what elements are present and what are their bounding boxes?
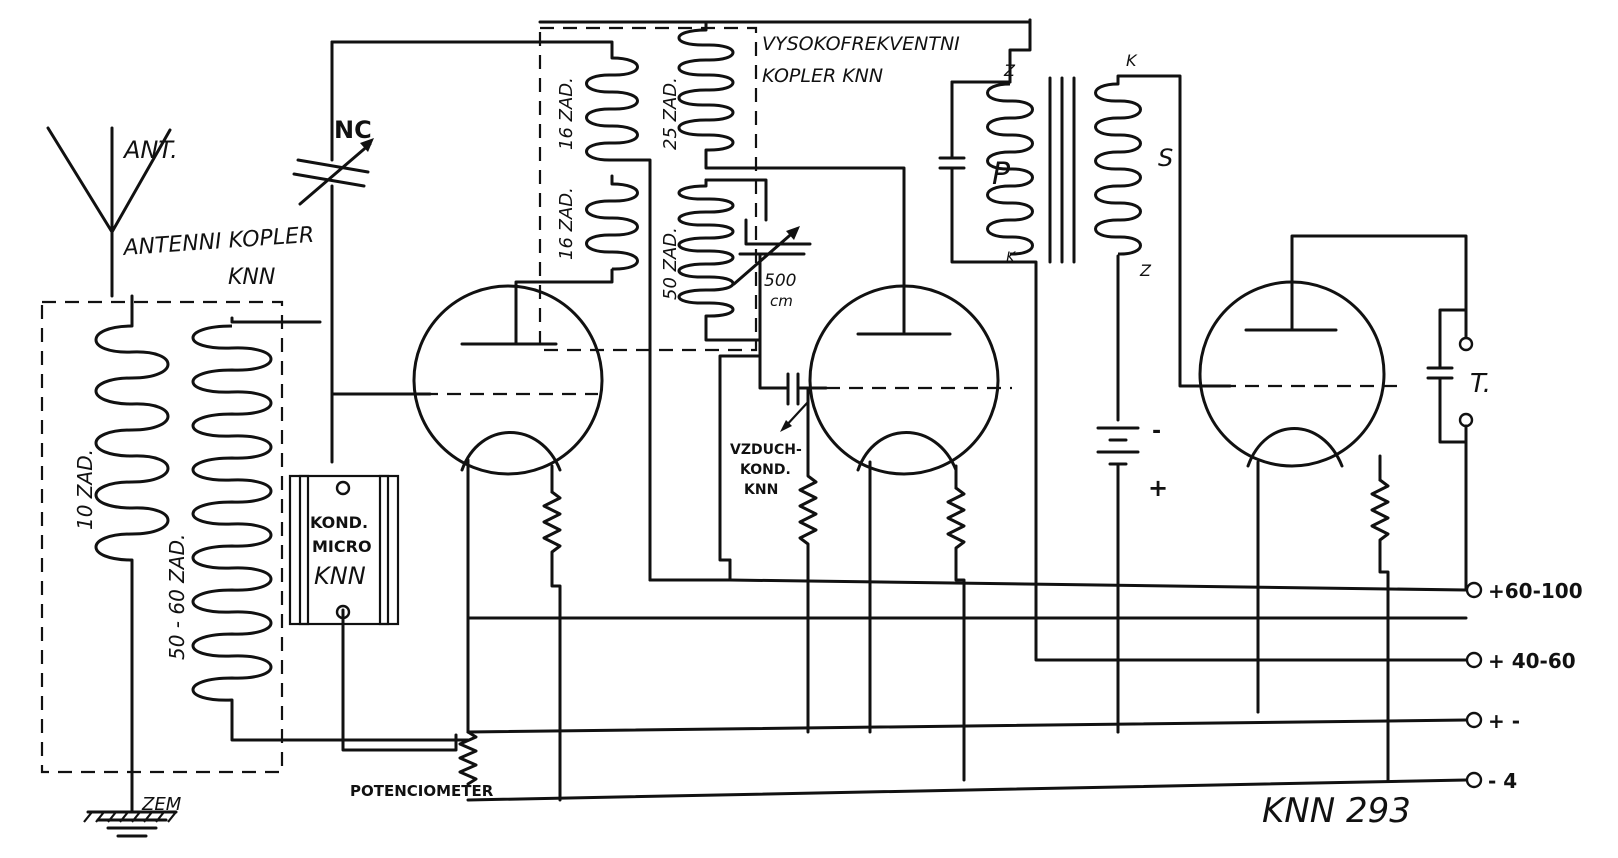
terminal-minus-4[interactable] bbox=[1465, 771, 1483, 789]
rheostat-tube1 bbox=[542, 490, 562, 622]
rail-minus-4-label: - 4 bbox=[1488, 769, 1517, 793]
potentiometer-label: POTENCIOMETER bbox=[350, 782, 494, 800]
battery-plus-label: + bbox=[1148, 474, 1168, 502]
wire-transformer-feed bbox=[538, 18, 1032, 24]
terminal-60-100[interactable] bbox=[1465, 581, 1483, 599]
hf-coil-16-bottom bbox=[514, 174, 639, 328]
vacuum-tube-1 bbox=[412, 284, 604, 734]
antenna-primary-coil bbox=[94, 294, 170, 802]
tr-s-label: S bbox=[1158, 144, 1173, 172]
coil-25-label: 25 ZAD. bbox=[660, 77, 681, 150]
nc-label: NC bbox=[334, 116, 372, 144]
tr-z-top-label: Z bbox=[1003, 61, 1016, 80]
air-capacitor bbox=[718, 354, 828, 562]
phones-label: T. bbox=[1470, 369, 1491, 399]
tr-k-top-label: K bbox=[1126, 51, 1138, 70]
coil-50-60-label: 50 - 60 ZAD. bbox=[165, 534, 189, 660]
af-transformer bbox=[938, 18, 1232, 422]
cap-500-unit: cm bbox=[770, 292, 793, 310]
antenna-coupler-box bbox=[40, 300, 284, 774]
headphones-output bbox=[1426, 308, 1474, 592]
phones-terminal-bottom[interactable] bbox=[1458, 412, 1474, 428]
micro-capacitor-label-3: KNN bbox=[314, 562, 366, 590]
supply-rails bbox=[238, 558, 1468, 802]
battery-minus-label: - bbox=[1152, 419, 1161, 444]
rheostat-tube2 bbox=[946, 486, 966, 622]
micro-capacitor bbox=[288, 474, 458, 752]
micro-capacitor-label-1: KOND. bbox=[310, 513, 368, 532]
antenna-label: ANT. bbox=[122, 136, 178, 164]
rheostat-tube3 bbox=[1370, 478, 1390, 782]
rail-60-100-label: +60-100 bbox=[1488, 579, 1583, 603]
phones-terminal-top[interactable] bbox=[1458, 336, 1474, 352]
coil-16a-label: 16 ZAD. bbox=[556, 77, 577, 150]
ground-symbol bbox=[83, 798, 178, 838]
hf-coupler-label-2: KOPLER KNN bbox=[762, 65, 883, 87]
rail-plus-minus-label: + - bbox=[1488, 709, 1520, 733]
antenna-coupler-label-knn: KNN bbox=[228, 265, 275, 290]
hf-coupler-box bbox=[538, 26, 758, 352]
hf-coil-50 bbox=[677, 178, 768, 342]
micro-capacitor-label-2: MICRO bbox=[312, 537, 372, 556]
tr-k-bottom-label: K bbox=[1006, 250, 1017, 266]
hf-coil-16-top bbox=[585, 44, 652, 582]
nc-variable-capacitor bbox=[292, 40, 374, 464]
variable-capacitor-500 bbox=[732, 218, 812, 358]
antenna-coupler-label: ANTENNI KOPLER bbox=[121, 223, 315, 261]
coil-16b-label: 16 ZAD. bbox=[556, 187, 577, 260]
tr-p-label: P bbox=[992, 157, 1011, 192]
wire-top-feed bbox=[330, 40, 614, 48]
vacuum-tube-2 bbox=[808, 284, 1012, 734]
coil-10-label: 10 ZAD. bbox=[73, 449, 97, 530]
terminal-40-60[interactable] bbox=[1465, 651, 1483, 669]
grid-leak-resistor bbox=[798, 386, 818, 734]
wire-primary-return bbox=[1008, 260, 1038, 562]
air-cond-label-1: VZDUCH- bbox=[730, 442, 802, 458]
terminal-plus-minus[interactable] bbox=[1465, 711, 1483, 729]
cap-500-label: 500 bbox=[764, 271, 796, 291]
air-cond-label-2: KOND. bbox=[740, 462, 791, 478]
hf-coupler-label-1: VYSOKOFREKVENTNI bbox=[762, 33, 960, 55]
potentiometer bbox=[458, 730, 478, 786]
vacuum-tube-3 bbox=[1198, 234, 1468, 714]
rail-40-60-label: + 40-60 bbox=[1488, 649, 1576, 673]
antenna-symbol bbox=[46, 126, 172, 298]
air-cond-label-3: KNN bbox=[744, 482, 778, 498]
coil-50-label: 50 ZAD. bbox=[660, 227, 681, 300]
tr-z-bottom-label: Z bbox=[1139, 261, 1152, 280]
ground-label: ZEM bbox=[141, 794, 182, 815]
figure-reference: KNN 293 bbox=[1262, 791, 1411, 831]
